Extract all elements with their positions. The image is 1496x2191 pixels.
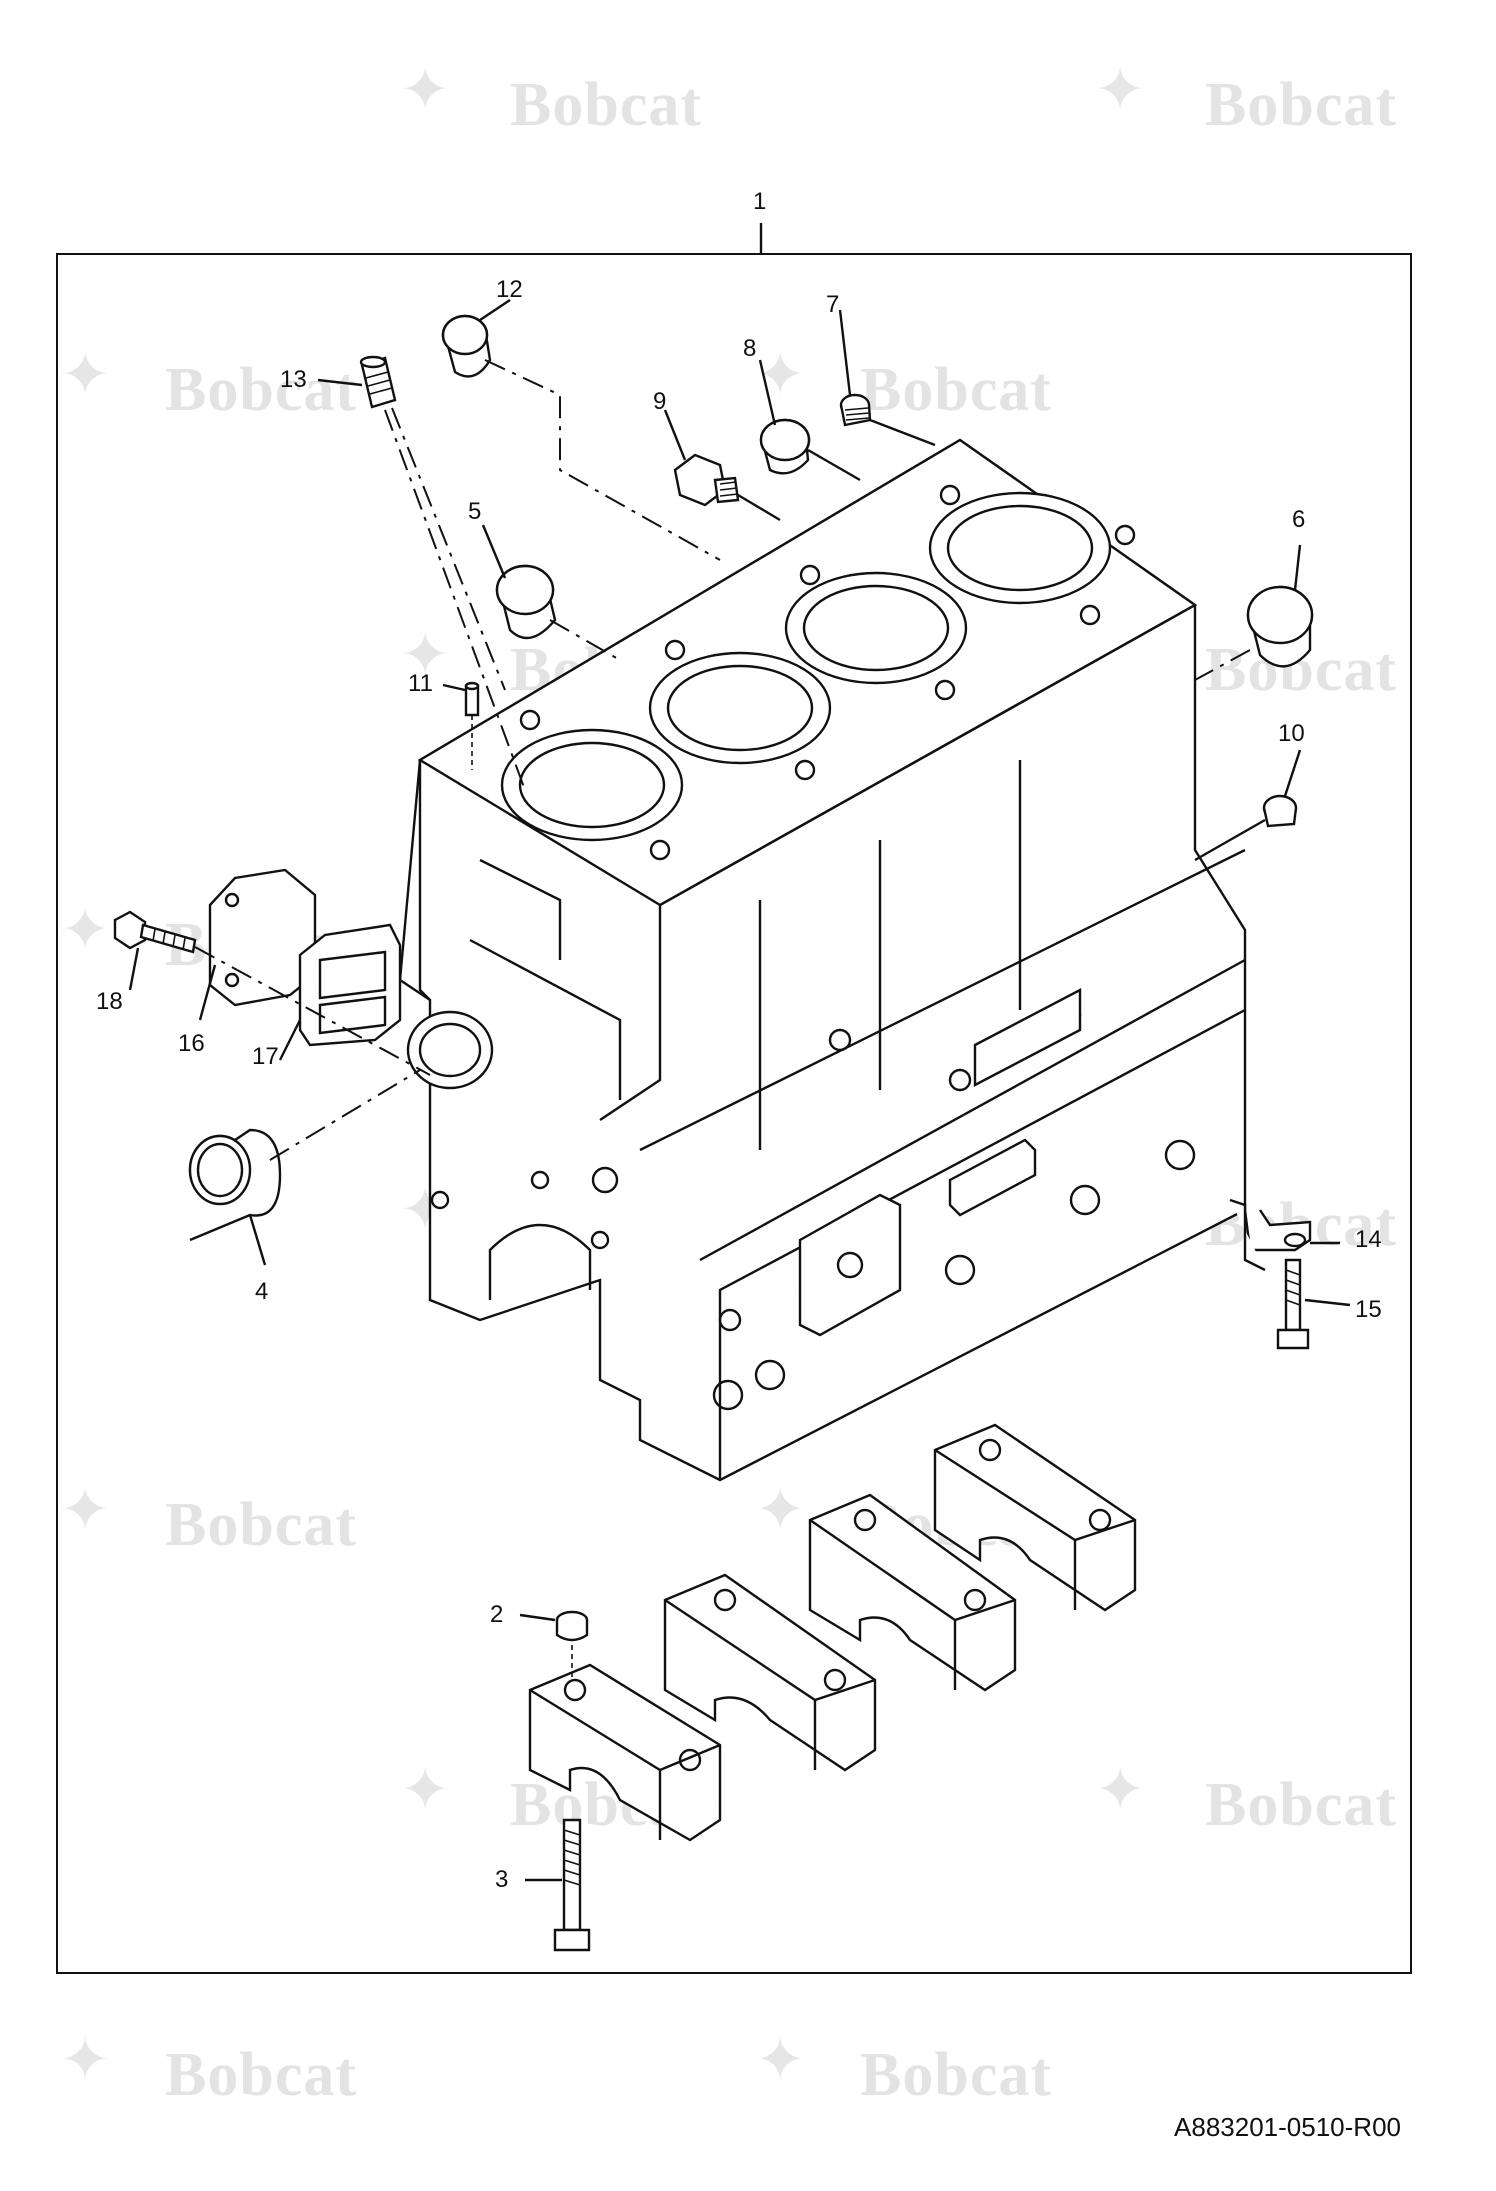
cylinder-bore-4	[928, 491, 1112, 605]
bobcat-logo-watermark: ✦	[755, 2025, 806, 2095]
expansion-plug-12	[441, 314, 492, 378]
callout-8: 8	[743, 335, 757, 362]
bobcat-logo-watermark: ✦	[60, 1475, 111, 1545]
threaded-sleeve-13	[359, 355, 397, 409]
callout-12: 12	[496, 276, 523, 303]
watermark-text: Bobcat	[165, 2041, 357, 2109]
watermark-text: Bobcat	[860, 2041, 1052, 2109]
bobcat-logo-watermark: ✦	[400, 55, 451, 125]
main-bearing-cap-1	[528, 1663, 722, 1842]
watermark-text: Bobcat	[1205, 1771, 1397, 1839]
cylinder-bore-2	[648, 651, 832, 765]
bobcat-logo-watermark: ✦	[60, 2025, 111, 2095]
expansion-plug-5	[495, 564, 557, 640]
callout-5: 5	[468, 498, 482, 525]
watermark-text: Bobcat	[860, 356, 1052, 424]
callout-2: 2	[490, 1601, 504, 1628]
main-bearing-cap-4	[933, 1423, 1137, 1612]
callout-11: 11	[408, 670, 433, 697]
callout-3: 3	[495, 1866, 509, 1893]
callout-17: 17	[252, 1043, 279, 1070]
callout-14: 14	[1355, 1226, 1382, 1253]
callout-18: 18	[96, 988, 123, 1015]
assembly-frame	[56, 253, 1412, 1974]
bracket-14	[1229, 1198, 1312, 1272]
callout-4: 4	[255, 1278, 269, 1305]
callout-9: 9	[653, 388, 667, 415]
cylinder-block	[398, 438, 1247, 1482]
camshaft-bushing	[188, 1128, 282, 1242]
bolt-15	[1276, 1258, 1310, 1350]
callout-10: 10	[1278, 720, 1305, 747]
callout-7: 7	[826, 291, 840, 318]
bobcat-logo-watermark: ✦	[755, 1475, 806, 1545]
expansion-plug-8	[759, 418, 811, 475]
cylinder-bore-1	[500, 728, 684, 842]
bobcat-logo-watermark: ✦	[1095, 1755, 1146, 1825]
bobcat-logo-watermark: ✦	[400, 1755, 451, 1825]
dowel-pin-11	[464, 681, 480, 717]
watermark-text: Bobcat	[510, 71, 702, 139]
dowel-sleeve	[555, 1610, 589, 1680]
document-id: A883201-0510-R00	[1174, 2112, 1401, 2142]
main-bearing-cap-2	[663, 1573, 877, 1772]
bobcat-logo-watermark: ✦	[1095, 55, 1146, 125]
callout-6: 6	[1292, 506, 1306, 533]
cylinder-bore-3	[784, 571, 968, 685]
fitting-7	[839, 393, 872, 427]
main-bearing-cap-3	[808, 1493, 1017, 1692]
main-bearing-bolt	[553, 1818, 591, 1952]
watermark-text: Bobcat	[165, 1491, 357, 1559]
watermark-text: Bobcat	[1205, 71, 1397, 139]
plug-10	[1262, 794, 1298, 828]
callout-16: 16	[178, 1030, 205, 1057]
callout-13: 13	[280, 366, 307, 393]
bobcat-logo-watermark: ✦	[60, 895, 111, 965]
watermark-text: Bobcat	[165, 356, 357, 424]
bobcat-logo-watermark: ✦	[400, 620, 451, 690]
threaded-plug-9	[673, 453, 740, 507]
gasket-17	[298, 923, 402, 1047]
expansion-plug-6	[1246, 585, 1314, 668]
callout-1: 1	[753, 188, 767, 215]
bolt-18	[113, 910, 197, 954]
callout-15: 15	[1355, 1296, 1382, 1323]
oil-filter-mount	[798, 1193, 902, 1337]
bobcat-logo-watermark: ✦	[60, 340, 111, 410]
